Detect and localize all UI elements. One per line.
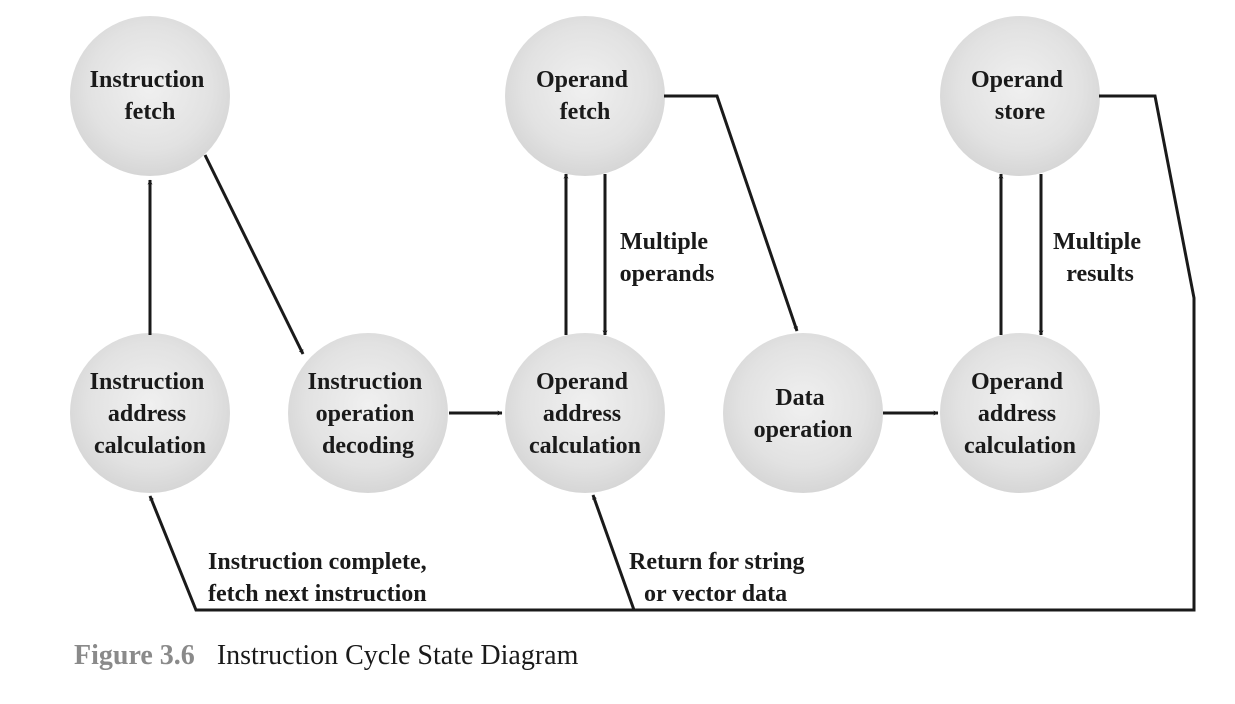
- node-operand-store-line-2: store: [995, 99, 1046, 125]
- node-instruction-operation-decoding-line-3: decoding: [322, 433, 414, 459]
- label-return-for-string: Return for string or vector data: [629, 549, 811, 607]
- svg-text:Operand address ca: Operand address calculation: [529, 369, 641, 459]
- node-instruction-fetch: Instruction fetch: [70, 16, 230, 176]
- node-operand-store-line-1: Operand: [971, 67, 1064, 93]
- svg-text:Instruction fetch: Instruction fetch: [90, 67, 211, 125]
- label-return-for-string-line-1: Return for string: [629, 549, 805, 575]
- svg-text:Operand address ca: Operand address calculation: [964, 369, 1076, 459]
- node-instruction-address-calculation: Instruction address calculation: [70, 333, 230, 493]
- label-multiple-operands: Multiple operands: [620, 229, 715, 287]
- label-instruction-complete-line-1: Instruction complete,: [208, 549, 427, 575]
- node-operand-address-calculation-1-line-2: address: [543, 401, 621, 427]
- svg-text:Operand fetch: Operand fetch: [536, 67, 634, 125]
- node-operand-store: Operand store: [940, 16, 1100, 176]
- node-instruction-operation-decoding-line-2: operation: [316, 401, 415, 427]
- node-operand-address-calculation-1: Operand address calculation: [505, 333, 665, 493]
- node-data-operation-line-2: operation: [754, 417, 853, 443]
- node-operand-address-calculation-1-line-3: calculation: [529, 433, 641, 459]
- node-operand-address-calculation-2-line-1: Operand: [971, 369, 1064, 395]
- figure-title: Instruction Cycle State Diagram: [216, 640, 579, 671]
- label-instruction-complete-line-2: fetch next instruction: [208, 581, 427, 607]
- edge-operand-store-return-line: [148, 94, 1196, 612]
- node-operand-address-calculation-1-line-1: Operand: [536, 369, 629, 395]
- label-multiple-operands-line-2: operands: [620, 261, 715, 287]
- edge-instruction-fetch-to-decoding: [203, 154, 305, 355]
- node-operand-fetch-line-2: fetch: [560, 99, 611, 125]
- svg-text:Instruction address: Instruction address calculation: [90, 369, 211, 459]
- node-instruction-address-calculation-line-3: calculation: [94, 433, 206, 459]
- node-instruction-operation-decoding-line-1: Instruction: [308, 369, 423, 395]
- label-multiple-results-line-2: results: [1066, 261, 1134, 287]
- node-instruction-address-calculation-line-1: Instruction: [90, 369, 205, 395]
- label-multiple-operands-line-1: Multiple: [620, 229, 708, 255]
- label-multiple-results-line-1: Multiple: [1053, 229, 1141, 255]
- label-return-for-string-line-2: or vector data: [644, 581, 787, 607]
- node-operand-address-calculation-2-line-3: calculation: [964, 433, 1076, 459]
- edge-operand-fetch-to-data-operation: [664, 94, 799, 332]
- node-instruction-fetch-line-2: fetch: [125, 99, 176, 125]
- label-multiple-results: Multiple results: [1053, 229, 1147, 287]
- node-operand-fetch: Operand fetch: [505, 16, 665, 176]
- svg-text:Instruction operation: Instruction operation decoding: [308, 369, 429, 459]
- figure-label: Figure 3.6: [74, 640, 195, 671]
- label-instruction-complete: Instruction complete, fetch next instruc…: [208, 549, 433, 607]
- node-instruction-address-calculation-line-2: address: [108, 401, 186, 427]
- node-data-operation-line-1: Data: [775, 385, 824, 411]
- edge-return-for-string-branch: [591, 494, 636, 611]
- node-operand-address-calculation-2: Operand address calculation: [940, 333, 1100, 493]
- node-operand-address-calculation-2-line-2: address: [978, 401, 1056, 427]
- node-data-operation: Data operation: [723, 333, 883, 493]
- svg-text:Operand store: Operand store: [971, 67, 1069, 125]
- node-instruction-operation-decoding: Instruction operation decoding: [288, 333, 448, 493]
- node-instruction-fetch-line-1: Instruction: [90, 67, 205, 93]
- svg-text:Data operation: Data operation: [754, 385, 853, 443]
- figure-caption: Figure 3.6 Instruction Cycle State Diagra…: [74, 640, 578, 672]
- node-operand-fetch-line-1: Operand: [536, 67, 629, 93]
